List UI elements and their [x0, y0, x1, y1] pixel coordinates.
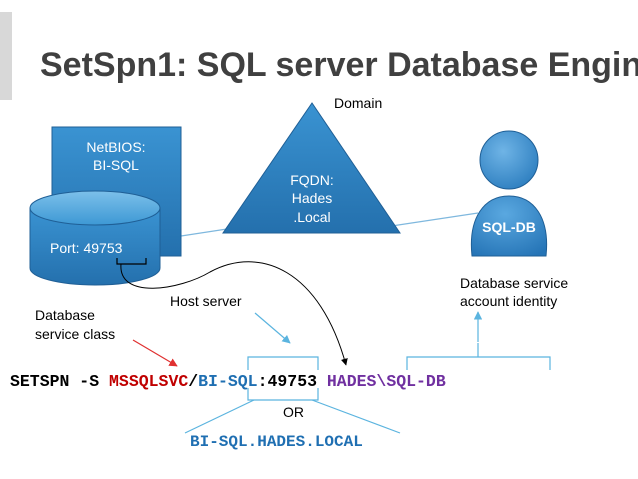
database-icon: Port: 49753 [29, 190, 161, 286]
fqdn-bracket-right [311, 399, 401, 434]
account-caption-1: Database service [460, 275, 568, 291]
slide-title: SetSpn1: SQL server Database Engine [40, 46, 638, 84]
netbios-name: BI-SQL [93, 157, 139, 173]
setspn-command: SETSPN -S MSSQLSVC/BI-SQL:49753 HADES\SQ… [10, 372, 446, 391]
port-arrow [120, 261, 348, 366]
fqdn-bracket-left [184, 399, 255, 434]
host-server-label: Host server [170, 293, 242, 309]
domain-triangle: FQDN: Hades .Local [222, 102, 401, 234]
accent-bar [0, 12, 12, 100]
netbios-label: NetBIOS: [86, 139, 145, 155]
port-label: Port: 49753 [50, 240, 123, 256]
service-class-arrow [132, 339, 178, 367]
host-arrow [254, 312, 291, 344]
host-bracket-top [247, 356, 319, 370]
account-bracket [406, 356, 551, 370]
service-class-label-1: Database [35, 307, 95, 323]
fqdn-alternative: BI-SQL.HADES.LOCAL [190, 433, 363, 451]
host-bracket-bottom [247, 388, 319, 401]
or-label: OR [283, 404, 304, 420]
fqdn-host: Hades [292, 190, 332, 206]
port-bracket [116, 258, 147, 265]
fqdn-suffix: .Local [293, 209, 330, 225]
account-person-icon: SQL-DB [470, 130, 548, 257]
domain-account-line [384, 212, 479, 228]
account-caption-2: account identity [460, 293, 557, 309]
fqdn-label: FQDN: [290, 172, 334, 188]
domain-label: Domain [334, 95, 382, 111]
service-class-label-2: service class [35, 326, 115, 342]
account-name: SQL-DB [482, 219, 536, 235]
